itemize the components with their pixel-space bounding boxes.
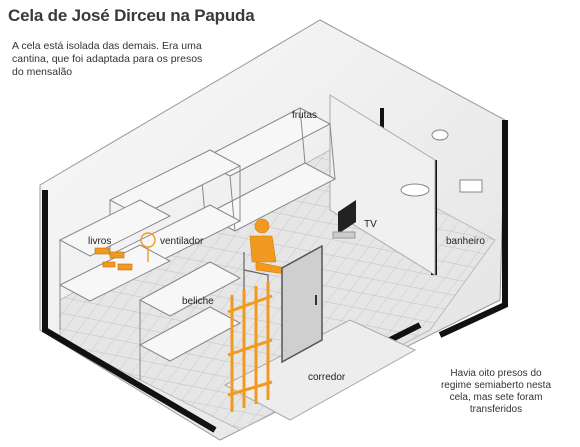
cell-door — [281, 244, 323, 364]
bathroom-partition — [329, 94, 436, 276]
gate-bars — [227, 282, 273, 412]
label-corredor: corredor — [308, 372, 346, 383]
wall-edge-right — [438, 120, 508, 338]
page-title: Cela de José Dirceu na Papuda — [8, 6, 255, 25]
fan-icon — [140, 232, 156, 262]
footnote-text: Havia oito presos do regime semiaberto n… — [440, 368, 552, 415]
label-beliche: beliche — [182, 296, 214, 307]
bunk-bed-front — [58, 199, 242, 380]
label-tv: TV — [364, 219, 377, 230]
shower-head — [431, 129, 449, 141]
label-livros: livros — [88, 236, 112, 247]
books-stack — [94, 247, 133, 271]
label-ventilador: ventilador — [160, 236, 204, 247]
label-banheiro: banheiro — [446, 236, 485, 247]
bunk-bed-back — [198, 107, 337, 232]
label-frutas: frutas — [292, 110, 318, 121]
intro-text: A cela está isolada das demais. Era uma … — [12, 40, 203, 78]
tv-icon — [332, 200, 356, 239]
toilet — [459, 179, 483, 193]
wall-edge-left — [42, 190, 217, 433]
sink — [400, 183, 430, 197]
inmate-figure — [249, 218, 288, 289]
